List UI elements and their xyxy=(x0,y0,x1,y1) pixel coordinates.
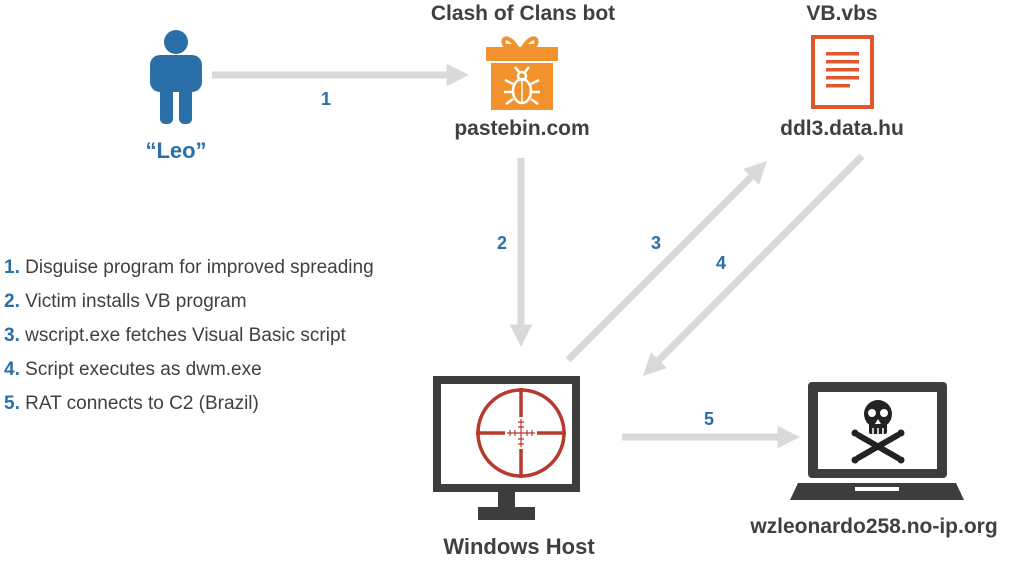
ddl3-top-label: VB.vbs xyxy=(806,2,878,25)
edge-2-number: 2 xyxy=(497,233,508,253)
laptop-skull-icon xyxy=(790,382,964,500)
legend-item: 1. Disguise program for improved spreadi… xyxy=(4,256,374,290)
edge-3-arrow xyxy=(565,161,767,363)
legend-item: 4. Script executes as dwm.exe xyxy=(4,358,374,392)
legend-item: 5. RAT connects to C2 (Brazil) xyxy=(4,392,374,426)
edge-1-number: 1 xyxy=(321,89,332,109)
legend-item-text: Victim installs VB program xyxy=(25,291,247,312)
person-icon xyxy=(150,30,202,124)
legend-list: 1. Disguise program for improved spreadi… xyxy=(4,256,374,426)
edge-5-number: 5 xyxy=(704,409,715,429)
legend-item-text: Disguise program for improved spreading xyxy=(25,257,374,278)
legend-item-number: 2. xyxy=(4,291,20,312)
legend-item: 3. wscript.exe fetches Visual Basic scri… xyxy=(4,324,374,358)
legend-item-text: wscript.exe fetches Visual Basic script xyxy=(25,325,346,346)
legend-item-number: 1. xyxy=(4,257,20,278)
legend-item-number: 3. xyxy=(4,325,20,346)
legend-item: 2. Victim installs VB program xyxy=(4,290,374,324)
pastebin-label: pastebin.com xyxy=(454,117,590,140)
c2-label: wzleonardo258.no-ip.org xyxy=(750,515,998,538)
edge-4-number: 4 xyxy=(716,253,727,273)
legend-item-text: Script executes as dwm.exe xyxy=(25,359,262,380)
edge-4-arrow xyxy=(643,153,865,376)
legend-item-text: RAT connects to C2 (Brazil) xyxy=(25,393,259,414)
ddl3-label: ddl3.data.hu xyxy=(780,117,904,140)
pastebin-top-label: Clash of Clans bot xyxy=(430,2,616,25)
document-icon xyxy=(811,35,874,109)
monitor-crosshair-icon xyxy=(433,376,580,520)
windows-host-label: Windows Host xyxy=(443,534,595,559)
legend-item-number: 5. xyxy=(4,393,20,414)
edge-3-number: 3 xyxy=(651,233,662,253)
legend-item-number: 4. xyxy=(4,359,20,380)
gift-bug-icon xyxy=(486,36,558,110)
leo-label: “Leo” xyxy=(145,138,207,163)
